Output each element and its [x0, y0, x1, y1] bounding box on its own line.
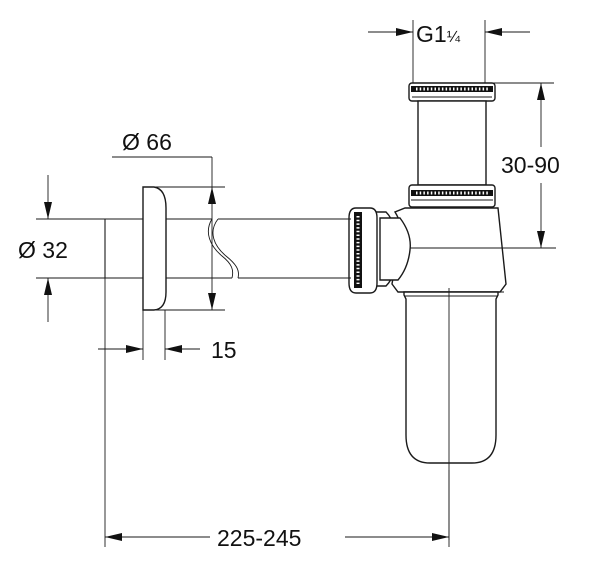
pipe-diameter-dimension: Ø 32: [18, 175, 105, 322]
thread-dimension: G1¼: [368, 20, 530, 84]
rosette-depth-label: 15: [211, 337, 237, 363]
projection-dimension: 225-245: [104, 278, 450, 551]
rosette-diameter-label: Ø 66: [122, 129, 172, 155]
rosette-depth-dimension: 15: [98, 310, 237, 363]
height-adjust-label: 30-90: [501, 152, 560, 178]
pipe-diameter-label: Ø 32: [18, 237, 68, 263]
height-adjust-dimension: 30-90: [486, 82, 560, 248]
rosette: [142, 186, 167, 311]
horizontal-pipe: [104, 218, 351, 279]
bottle-cup: [398, 288, 504, 540]
projection-label: 225-245: [217, 525, 301, 551]
rosette-diameter-dimension: Ø 66: [112, 129, 225, 311]
outlet-nut: [348, 207, 411, 294]
thread-size-label: G1¼: [416, 21, 461, 47]
tailpiece: [408, 82, 496, 208]
